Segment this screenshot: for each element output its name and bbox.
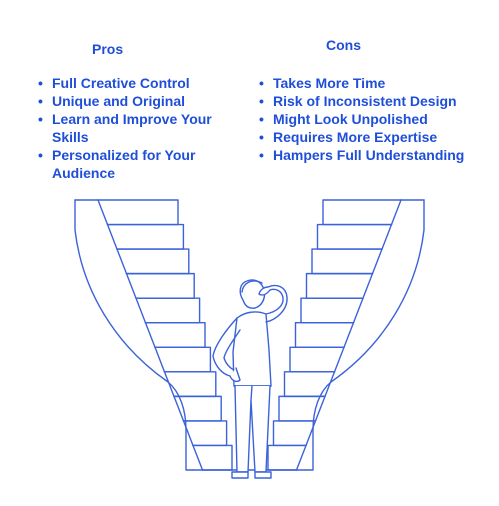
right-step-side xyxy=(295,444,307,471)
thinking-person-figure xyxy=(212,279,288,479)
pros-heading: Pros xyxy=(92,41,124,57)
cons-list: Takes More Time Risk of Inconsistent Des… xyxy=(259,74,489,164)
pros-item: Learn and Improve Your Skills xyxy=(38,110,234,146)
left-step-side xyxy=(135,297,147,324)
left-step-side xyxy=(144,322,156,348)
right-step xyxy=(322,199,402,226)
right-step xyxy=(300,297,364,324)
left-step-side xyxy=(192,444,204,471)
left-step xyxy=(144,322,206,348)
left-step-side xyxy=(182,420,194,447)
pros-item: Unique and Original xyxy=(38,92,234,110)
right-step-side xyxy=(305,420,317,447)
left-step xyxy=(97,199,179,226)
left-wall xyxy=(74,199,194,471)
left-step xyxy=(106,223,185,250)
right-step xyxy=(316,223,393,250)
right-step-side xyxy=(314,395,326,422)
left-step-side xyxy=(106,223,118,250)
left-step xyxy=(135,297,201,324)
right-staircase xyxy=(192,199,425,471)
right-step xyxy=(311,248,383,275)
right-step-side xyxy=(324,371,336,398)
right-step-side xyxy=(333,346,345,373)
cons-item: Takes More Time xyxy=(259,74,489,92)
left-step-side xyxy=(154,346,166,373)
left-step xyxy=(182,420,228,447)
left-step-side xyxy=(173,395,185,422)
left-staircase xyxy=(74,199,233,471)
right-step-side xyxy=(343,322,355,348)
left-step xyxy=(192,444,233,471)
right-wall xyxy=(305,199,425,471)
cons-item: Might Look Unpolished xyxy=(259,110,489,128)
right-step-side xyxy=(381,223,393,250)
pros-list: Full Creative Control Unique and Origina… xyxy=(38,74,234,182)
left-step xyxy=(116,248,190,275)
left-step-side xyxy=(97,199,109,226)
left-step-side xyxy=(125,272,137,299)
right-step-side xyxy=(390,199,402,226)
left-step-side xyxy=(116,248,128,275)
right-step xyxy=(267,444,307,471)
right-step-side xyxy=(371,248,383,275)
right-step xyxy=(272,420,317,447)
right-step xyxy=(305,272,374,299)
pros-item: Personalized for Your Audience xyxy=(38,146,234,182)
cons-heading: Cons xyxy=(326,37,361,53)
cons-item: Risk of Inconsistent Design xyxy=(259,92,489,110)
right-step-side xyxy=(352,297,364,324)
pros-item: Full Creative Control xyxy=(38,74,234,92)
left-step xyxy=(125,272,195,299)
left-step-side xyxy=(163,371,175,398)
right-step-side xyxy=(362,272,374,299)
cons-item: Hampers Full Understanding xyxy=(259,146,489,164)
cons-item: Requires More Expertise xyxy=(259,128,489,146)
